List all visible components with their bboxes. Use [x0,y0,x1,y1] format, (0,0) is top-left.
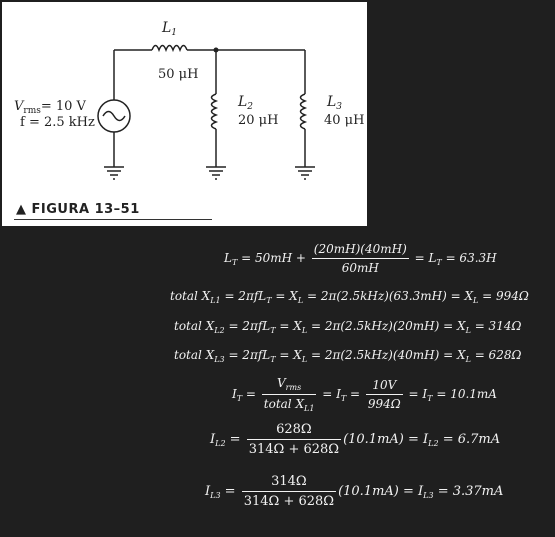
inductor-l2 [210,93,219,130]
circuit-figure: L1 50 μH L2 20 μH L3 40 μH Vrms= 10 V f … [2,2,367,226]
l1-name: L1 [161,20,177,38]
l2-name: L2 [237,94,253,112]
junction-dot [213,47,219,53]
equation-xl2: total XL2 = 2πfLT = XL = 2π(2.5kHz)(20mH… [174,319,522,335]
caption-rule [14,219,212,220]
equation-xl1: total XL1 = 2πfLT = XL = 2π(2.5kHz)(63.3… [170,289,529,305]
source-vrms: Vrms= 10 V [14,99,87,116]
circuit-diagram: L1 50 μH L2 20 μH L3 40 μH Vrms= 10 V f … [14,20,364,180]
equation-xl3: total XL3 = 2πfLT = XL = 2π(2.5kHz)(40mH… [174,348,522,364]
l1-value: 50 μH [158,67,198,82]
source-frequency: f = 2.5 kHz [20,115,95,130]
ground-l2 [206,166,226,180]
inductor-l1 [151,44,188,53]
ac-source [97,99,131,133]
inductor-l3 [299,93,308,130]
ground-source [104,166,124,180]
ground-l3 [295,166,315,180]
equation-lt: LT = 50mH + (20mH)(40mH)60mH = LT = 63.3… [224,242,497,275]
l3-value: 40 μH [324,113,364,128]
l3-name: L3 [326,94,342,112]
sine-symbol [102,110,126,122]
l2-value: 20 μH [238,113,278,128]
lt-fraction: (20mH)(40mH)60mH [311,242,409,275]
figure-caption: ▲ FIGURA 13–51 [16,202,140,217]
